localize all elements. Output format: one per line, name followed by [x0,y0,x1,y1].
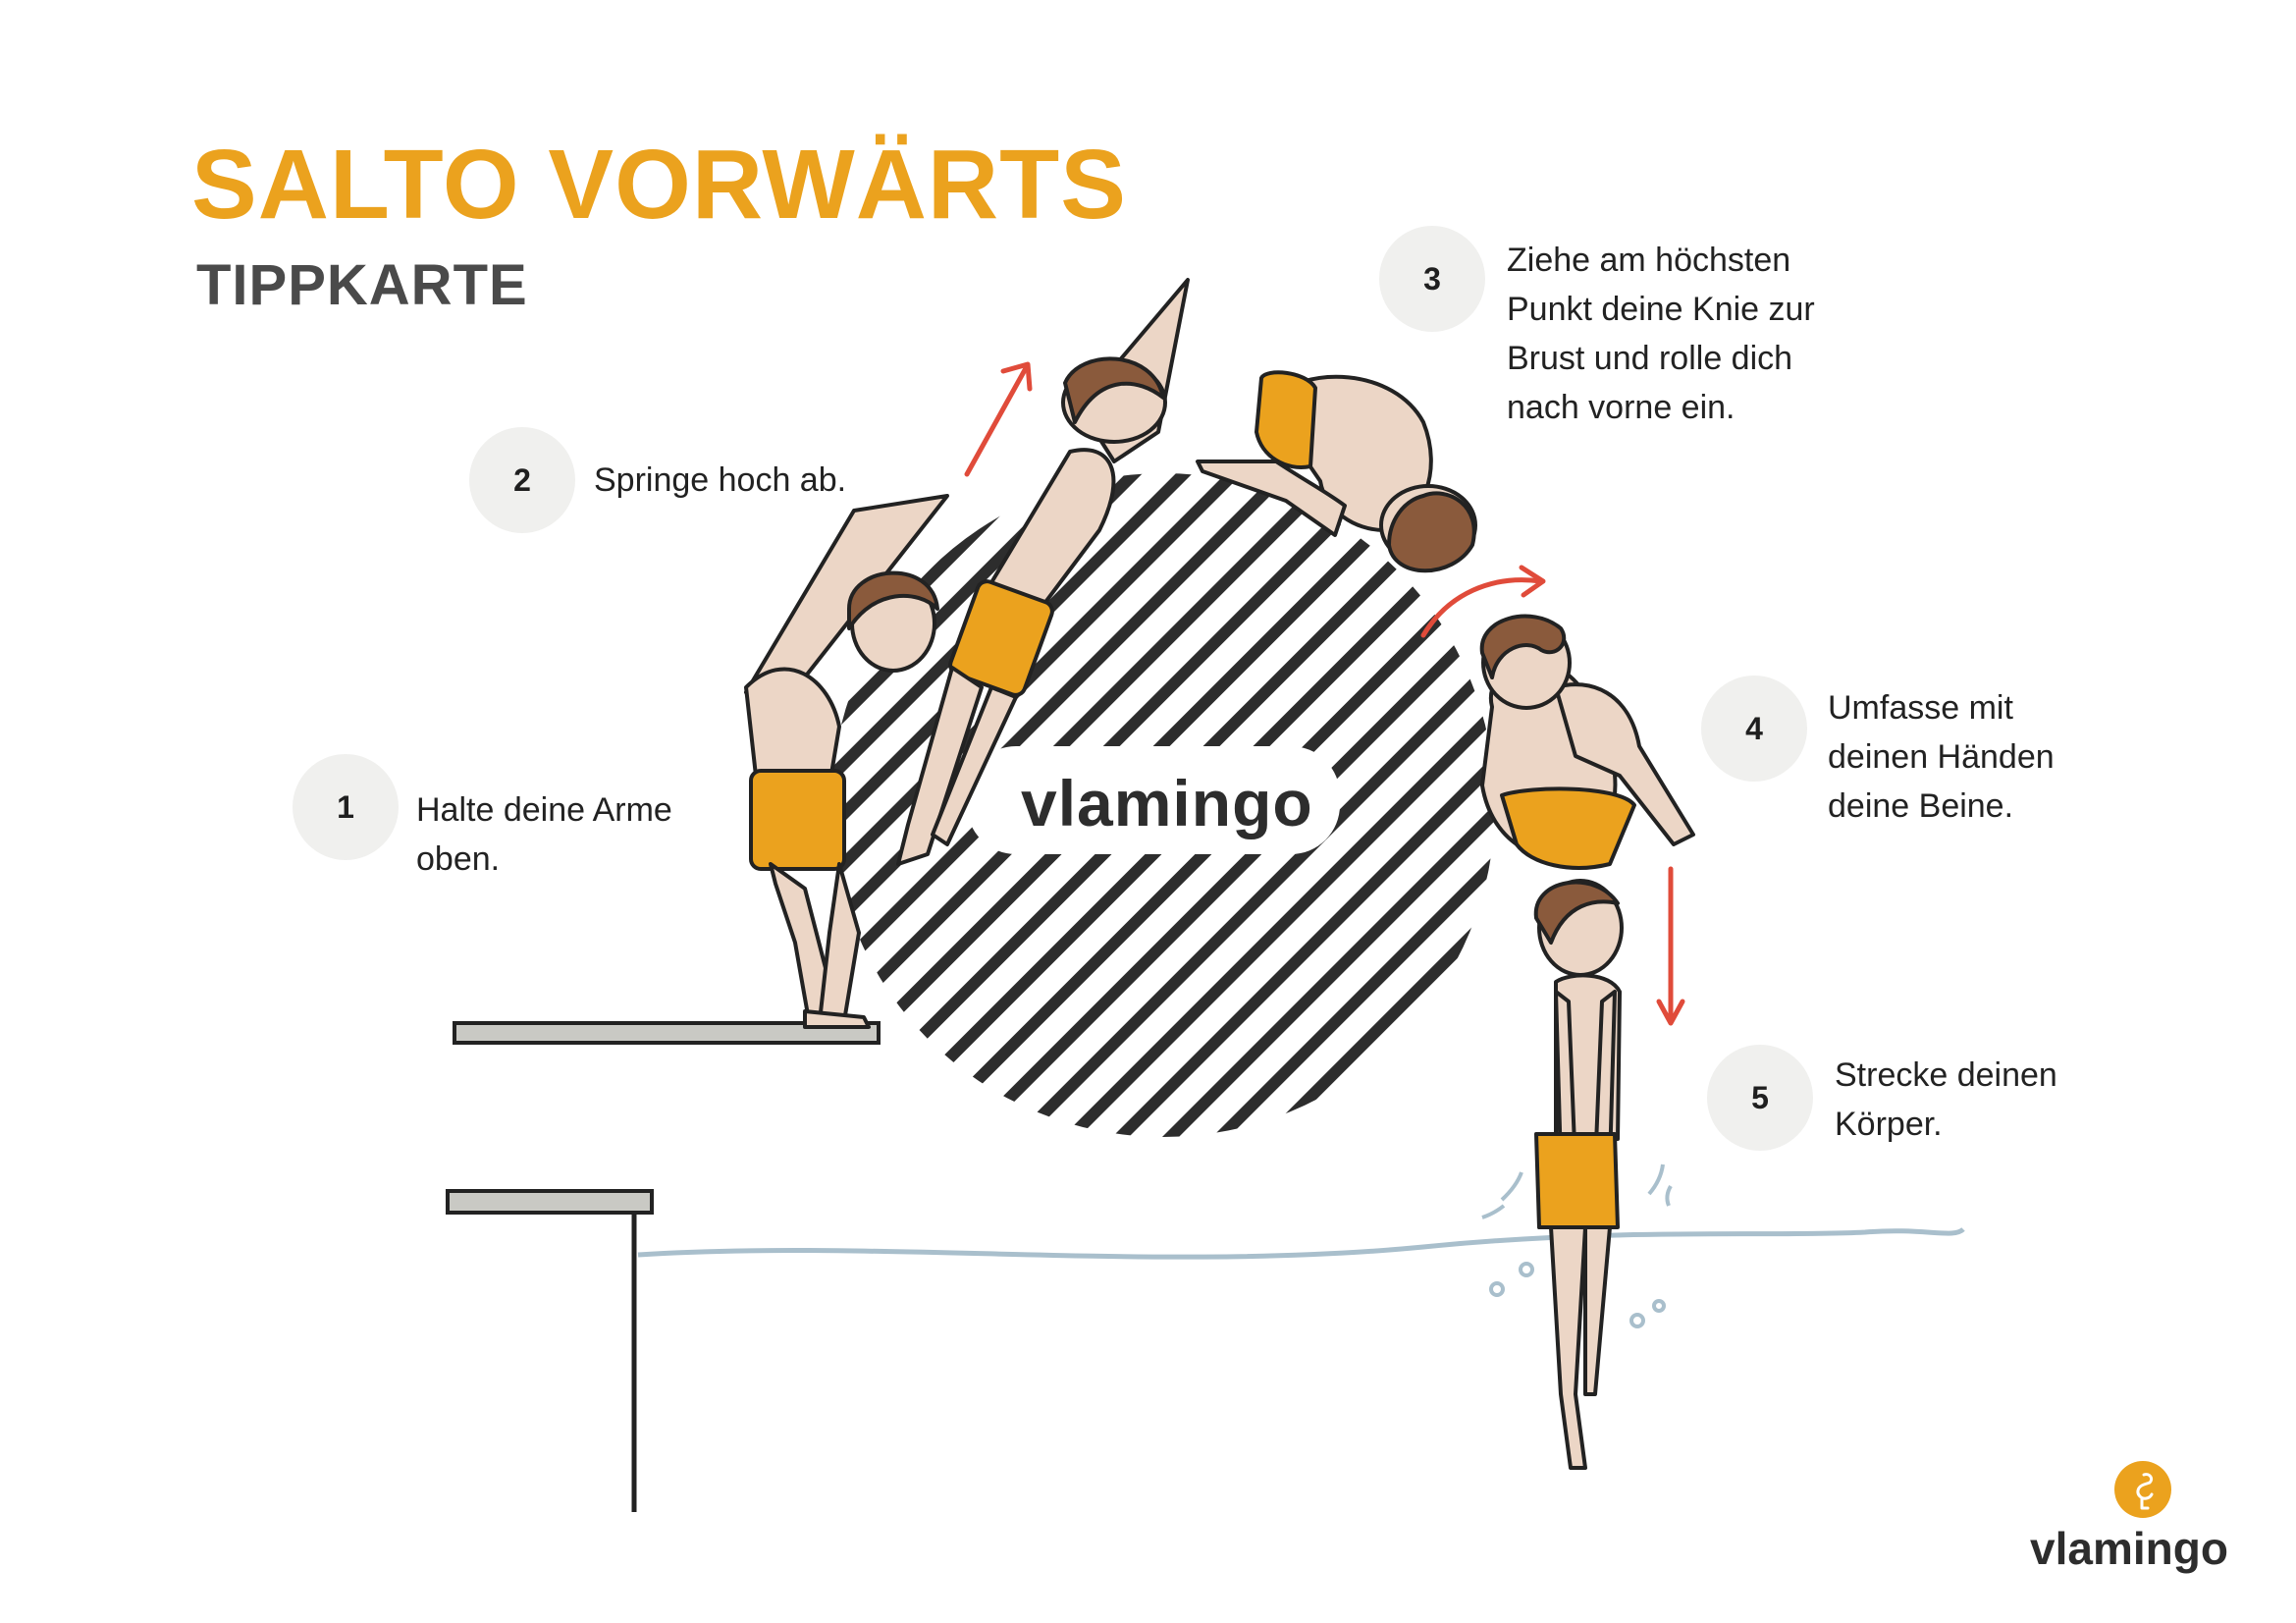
step-5-text: Strecke deinen Körper. [1835,1051,2057,1149]
step-1-number: 1 [293,754,399,860]
step-3-line-2: Punkt deine Knie zur [1507,291,1815,328]
step-1-line-2: oben. [416,840,501,878]
step-4-line-3: deine Beine. [1828,787,2014,825]
page-subtitle: TIPPKARTE [196,253,528,317]
step-5-line-2: Körper. [1835,1106,1943,1143]
diver-step-3 [1196,370,1477,573]
water-splash [1481,1163,1673,1328]
step-4-text: Umfasse mit deinen Händen deine Beine. [1828,683,2055,831]
water-surface [637,1226,1965,1260]
logo-wordmark: vlamingo [2030,1523,2228,1574]
diver-step-5 [1533,879,1624,1470]
flamingo-icon [2114,1461,2171,1518]
diving-board-lower [446,1189,654,1512]
diver-step-4 [1479,614,1695,870]
step-1-line-1: Halte deine Arme [416,791,672,829]
step-5-line-1: Strecke deinen [1835,1056,2057,1094]
step-3-line-1: Ziehe am höchsten [1507,242,1791,279]
step-4-line-2: deinen Händen [1828,738,2055,776]
center-wordmark: vlamingo [1021,767,1313,839]
page-title: SALTO VORWÄRTS [191,130,1127,240]
step-3-text: Ziehe am höchsten Punkt deine Knie zur B… [1507,236,1815,432]
diver-step-1 [744,494,949,1029]
step-1-text: Halte deine Arme oben. [416,785,672,884]
diving-board-upper [453,1021,881,1045]
motion-arrows [964,361,1685,1026]
step-4-line-1: Umfasse mit [1828,689,2013,727]
brand-logo: vlamingo [2030,1461,2275,1579]
step-4-number: 4 [1701,676,1807,782]
step-2-text: Springe hoch ab. [594,456,846,505]
diver-step-2 [896,278,1190,866]
step-3-line-4: nach vorne ein. [1507,389,1735,426]
step-5-number: 5 [1707,1045,1813,1151]
step-2-number: 2 [469,427,575,533]
step-3-number: 3 [1379,226,1485,332]
step-3-line-3: Brust und rolle dich [1507,340,1793,377]
step-2-line-1: Springe hoch ab. [594,461,847,499]
